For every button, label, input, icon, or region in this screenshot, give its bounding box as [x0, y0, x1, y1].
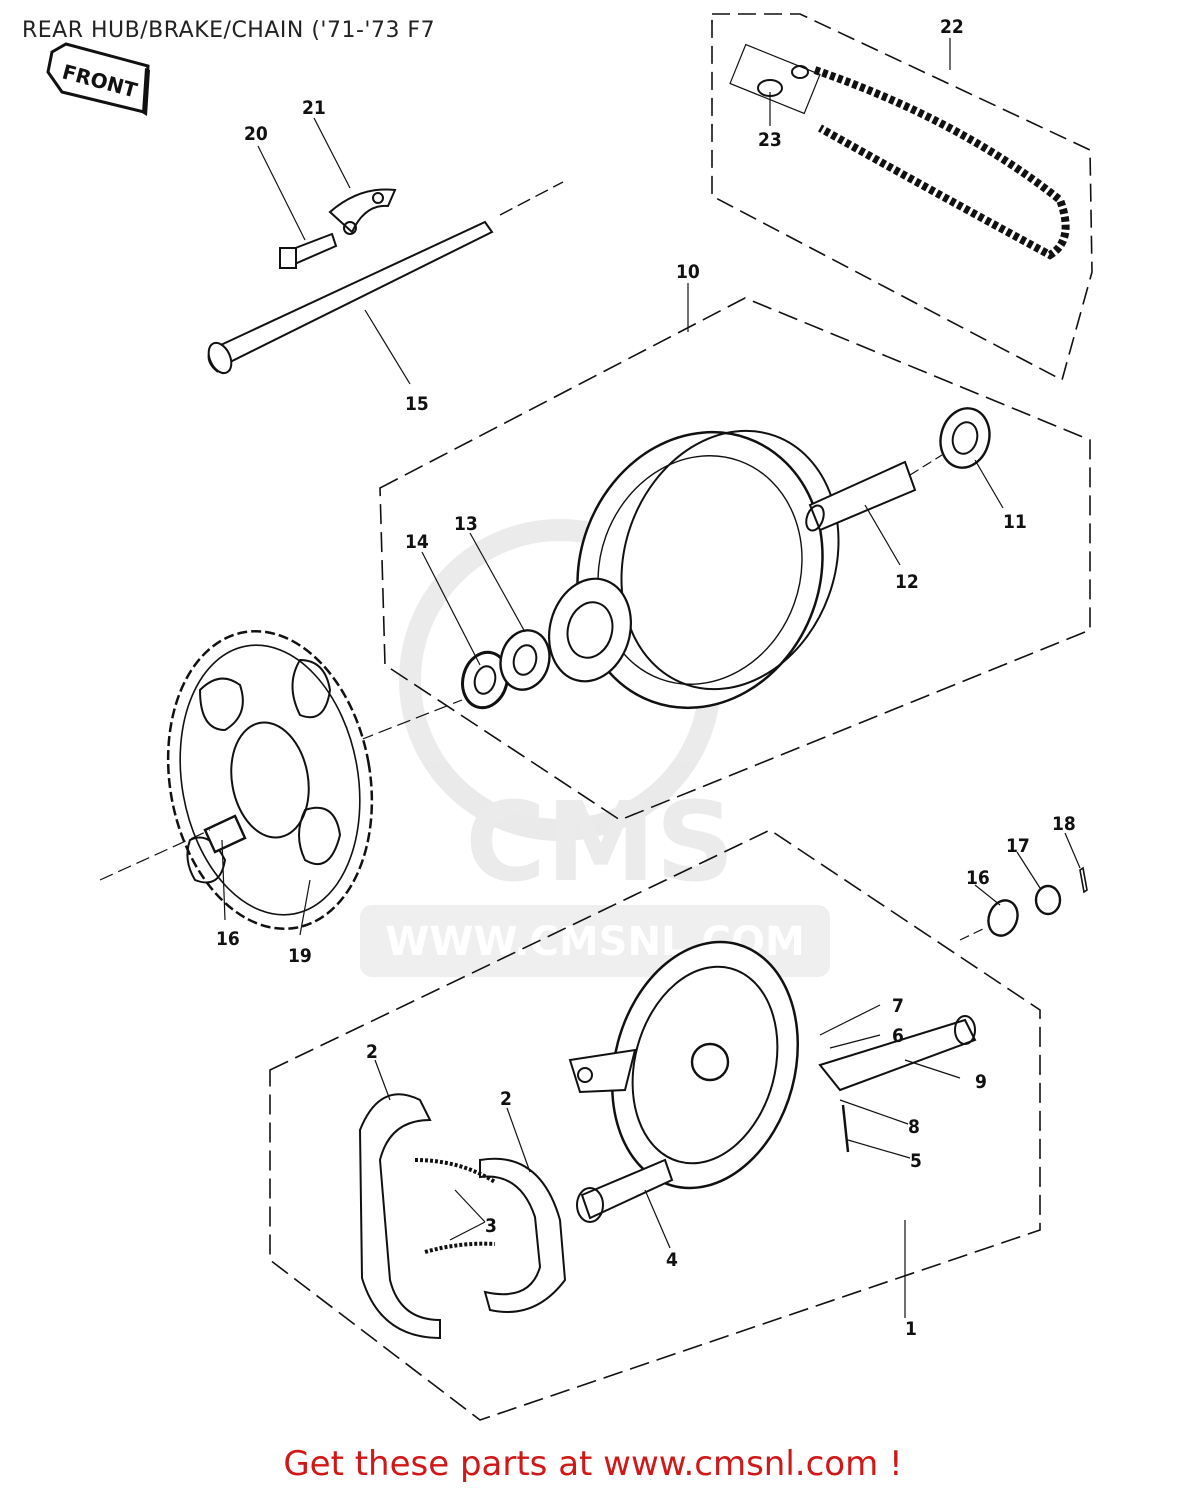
- callout-8: 8: [908, 1116, 920, 1138]
- callouts: 1 2 2 3 4 5 6 7 8 9 10 11 12 13 14 15 16…: [216, 16, 1076, 1340]
- callout-1: 1: [905, 1318, 917, 1340]
- callout-17: 17: [1006, 835, 1030, 857]
- callout-5: 5: [910, 1150, 922, 1172]
- front-arrow-badge: FRONT: [46, 42, 150, 116]
- callout-7: 7: [892, 995, 904, 1017]
- chain-assembly: [711, 13, 1093, 382]
- callout-2-left: 2: [366, 1041, 378, 1063]
- callout-19: 19: [288, 945, 312, 967]
- callout-16-brake: 16: [966, 867, 990, 889]
- brake-assembly: [269, 829, 1088, 1421]
- leader-lines: [221, 38, 1081, 1318]
- sprocket: [99, 630, 374, 930]
- callout-12: 12: [895, 571, 919, 593]
- callout-6: 6: [892, 1025, 904, 1047]
- get-parts-link[interactable]: Get these parts at www.cmsnl.com !: [283, 1444, 903, 1484]
- watermark: CMS WWW.CMSNL.COM: [360, 519, 830, 977]
- callout-13: 13: [454, 513, 478, 535]
- callout-2-right: 2: [500, 1088, 512, 1110]
- callout-20: 20: [244, 123, 268, 145]
- callout-21: 21: [302, 97, 326, 119]
- callout-18: 18: [1052, 813, 1076, 835]
- callout-16-sprocket: 16: [216, 928, 240, 950]
- callout-11: 11: [1003, 511, 1027, 533]
- callout-10: 10: [676, 261, 700, 283]
- diagram-title: REAR HUB/BRAKE/CHAIN ('71-'73 F7: [22, 18, 436, 43]
- callout-23: 23: [758, 129, 782, 151]
- callout-4: 4: [666, 1249, 678, 1271]
- callout-22: 22: [940, 16, 964, 38]
- axle-assembly: [207, 181, 564, 375]
- watermark-logo: CMS: [465, 778, 734, 906]
- callout-15: 15: [405, 393, 429, 415]
- callout-14: 14: [405, 531, 429, 553]
- callout-9: 9: [975, 1071, 987, 1093]
- callout-3: 3: [485, 1215, 497, 1237]
- hub-assembly: [359, 297, 1091, 821]
